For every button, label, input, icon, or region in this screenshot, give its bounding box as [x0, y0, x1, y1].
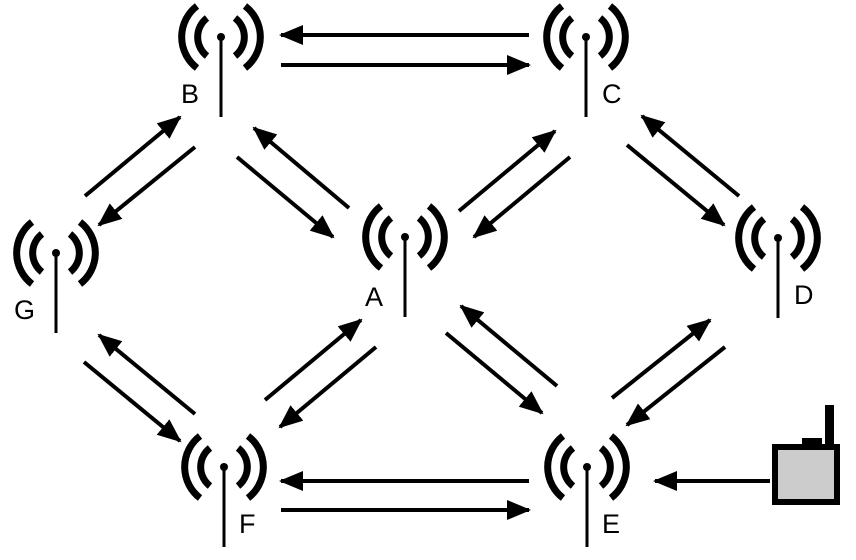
node-label: D [794, 280, 814, 310]
node-f: F [185, 436, 264, 547]
node-label: A [365, 282, 383, 312]
node-e: E [548, 436, 627, 547]
arrow-b-to-a [235, 155, 335, 239]
node-label: B [181, 79, 199, 109]
node-label: C [602, 79, 622, 109]
arrow-a-to-c [457, 129, 557, 213]
arrow-d-to-e [625, 345, 727, 427]
arrow-e-to-d [610, 318, 712, 400]
arrow-f-to-g [97, 333, 197, 416]
node-a: A [365, 206, 444, 317]
arrow-g-to-f [82, 360, 182, 443]
arrow-f-to-a [263, 318, 363, 402]
node-b: B [181, 6, 260, 117]
node-label: E [602, 509, 620, 539]
arrow-a-to-f [278, 345, 378, 429]
arrow-e-to-a [459, 304, 559, 388]
arrow-d-to-c [640, 114, 741, 198]
arrow-c-to-a [472, 155, 572, 239]
node-label: G [14, 295, 35, 325]
walkie-talkie-icon [772, 405, 840, 505]
arrow-a-to-b [252, 126, 351, 210]
arrow-g-to-b [83, 115, 182, 198]
arrow-c-to-d [625, 143, 726, 227]
node-label: F [239, 509, 256, 539]
node-d: D [739, 207, 818, 318]
arrow-a-to-e [444, 331, 544, 415]
arrow-b-to-g [97, 145, 197, 227]
node-c: C [547, 6, 626, 117]
node-g: G [14, 222, 95, 333]
